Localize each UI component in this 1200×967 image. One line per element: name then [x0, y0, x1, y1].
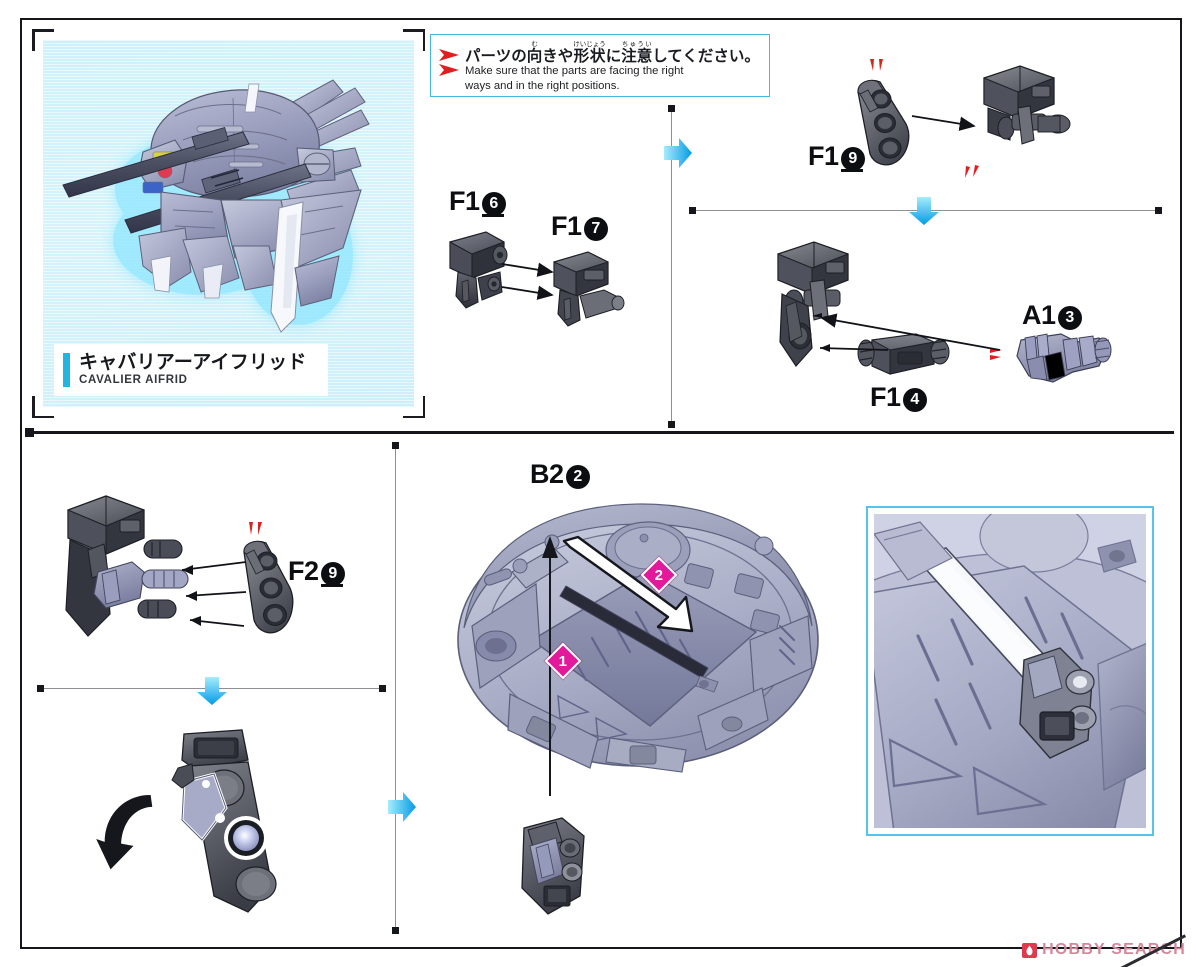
notice-text-en-line2: ways and in the right positions. [465, 80, 620, 93]
part-label-f17-number: 7 [583, 216, 608, 241]
part-label-b22-number: 2 [565, 464, 590, 489]
assembly-arrows-f29 [181, 561, 247, 627]
part-label-f19-prefix: F1 [808, 141, 839, 171]
part-label-a13-prefix: A1 [1022, 300, 1056, 330]
divider-cap [392, 442, 399, 449]
part-illustration-f16 [442, 222, 532, 312]
part-label-f29: F2 9 [288, 556, 345, 587]
snap-mark-f29 [246, 521, 268, 539]
warning-arrows-icon [437, 40, 465, 85]
part-illustration-a13 [1003, 326, 1113, 388]
part-label-f29-number: 9 [320, 561, 345, 586]
part-label-f14-number: 4 [902, 387, 927, 412]
rotation-arrow [96, 795, 153, 870]
part-label-b22-prefix: B2 [530, 459, 564, 489]
crop-mark-top-left [32, 29, 54, 51]
part-illustration-f19-target [976, 56, 1086, 166]
notice-plain-segment: きや [542, 47, 574, 65]
notice-text-jp: パーツの向むきや形状けいじょうに注意ちゅういしてください。 [465, 40, 762, 65]
notice-ruby-segment: 形状けいじょう [573, 40, 606, 65]
assembly-arrows-f16-f17 [501, 262, 554, 300]
part-illustration-b22 [450, 480, 830, 780]
part-label-a13: A1 3 [1022, 300, 1082, 331]
crop-mark-top-right [403, 29, 425, 51]
divider-main-horizontal [28, 431, 1174, 435]
part-label-a13-number: 3 [1057, 305, 1082, 330]
parts-orientation-notice: パーツの向むきや形状けいじょうに注意ちゅういしてください。 Make sure … [430, 34, 770, 97]
divider-cap [668, 105, 675, 112]
snap-mark-f19-top [867, 58, 887, 74]
notice-text-en-line1: Make sure that the parts are facing the … [465, 65, 684, 78]
callout-line-step-one [542, 536, 558, 796]
divider-cap [37, 685, 44, 692]
part-illustration-rotation [152, 726, 332, 926]
divider-cap [379, 685, 386, 692]
divider-cap [668, 421, 675, 428]
hobby-search-logo-icon [1022, 942, 1038, 958]
notice-plain-segment: パーツの [465, 47, 527, 65]
product-title-plate: キャバリアーアイフリッド CAVALIER AIFRID [55, 345, 327, 395]
divider-cap [392, 927, 399, 934]
snap-mark-f19-bottom [962, 164, 984, 182]
product-title-en: CAVALIER AIFRID [79, 374, 188, 387]
part-illustration-f19 [848, 76, 924, 176]
slide-direction-arrow [562, 535, 694, 633]
divider-vertical-lower [395, 445, 397, 931]
part-illustration-f29-target [58, 486, 218, 646]
part-illustration-assembled-subpart [508, 812, 608, 922]
part-illustration-assembly-target [768, 232, 888, 382]
flow-arrow-right-upper [663, 136, 693, 175]
part-label-f16: F1 6 [449, 186, 506, 217]
product-title-jp: キャバリアーアイフリッド [79, 351, 307, 374]
part-label-f16-prefix: F1 [449, 186, 480, 216]
flow-arrow-down-right [907, 196, 941, 231]
title-accent-bar [63, 353, 70, 387]
part-label-f14-prefix: F1 [870, 382, 901, 412]
part-label-f14: F1 4 [870, 382, 927, 413]
part-label-b22: B2 2 [530, 459, 590, 490]
divider-vertical-upper [671, 108, 673, 426]
assembly-arrow-f19 [911, 115, 976, 131]
crop-mark-bottom-right [403, 396, 425, 418]
divider-cap [689, 207, 696, 214]
step-badge-two-label: 2 [654, 566, 664, 584]
part-label-f16-number: 6 [481, 191, 506, 216]
hero-product-image: キャバリアーアイフリッド CAVALIER AIFRID [43, 40, 414, 407]
step-badge-one-label: 1 [558, 652, 568, 670]
part-illustration-f29 [236, 538, 306, 648]
notice-ruby-segment: 向む [526, 40, 543, 65]
notice-plain-segment: に [605, 47, 622, 65]
part-illustration-f17 [548, 246, 638, 328]
assembly-detail-inset [866, 506, 1154, 836]
flow-arrow-down-left [195, 676, 229, 711]
inset-illustration [874, 514, 1146, 828]
part-illustration-f14 [854, 330, 954, 380]
assembly-arrows-a13-f14 [812, 313, 1001, 352]
part-label-f29-prefix: F2 [288, 556, 319, 586]
divider-cap [1155, 207, 1162, 214]
mecha-illustration [62, 79, 370, 333]
part-label-f17: F1 7 [551, 211, 608, 242]
notice-plain-segment: してください。 [652, 47, 760, 65]
hobby-search-watermark: HOBBY SEARCH [1022, 934, 1186, 967]
divider-cap-main [25, 428, 34, 437]
notice-ruby-segment: 注意ちゅうい [621, 40, 653, 65]
part-label-f17-prefix: F1 [551, 211, 582, 241]
part-label-f19-number: 9 [840, 146, 865, 171]
flow-arrow-right-lower [387, 790, 417, 829]
crop-mark-bottom-left [32, 396, 54, 418]
part-label-f19: F1 9 [808, 141, 865, 172]
